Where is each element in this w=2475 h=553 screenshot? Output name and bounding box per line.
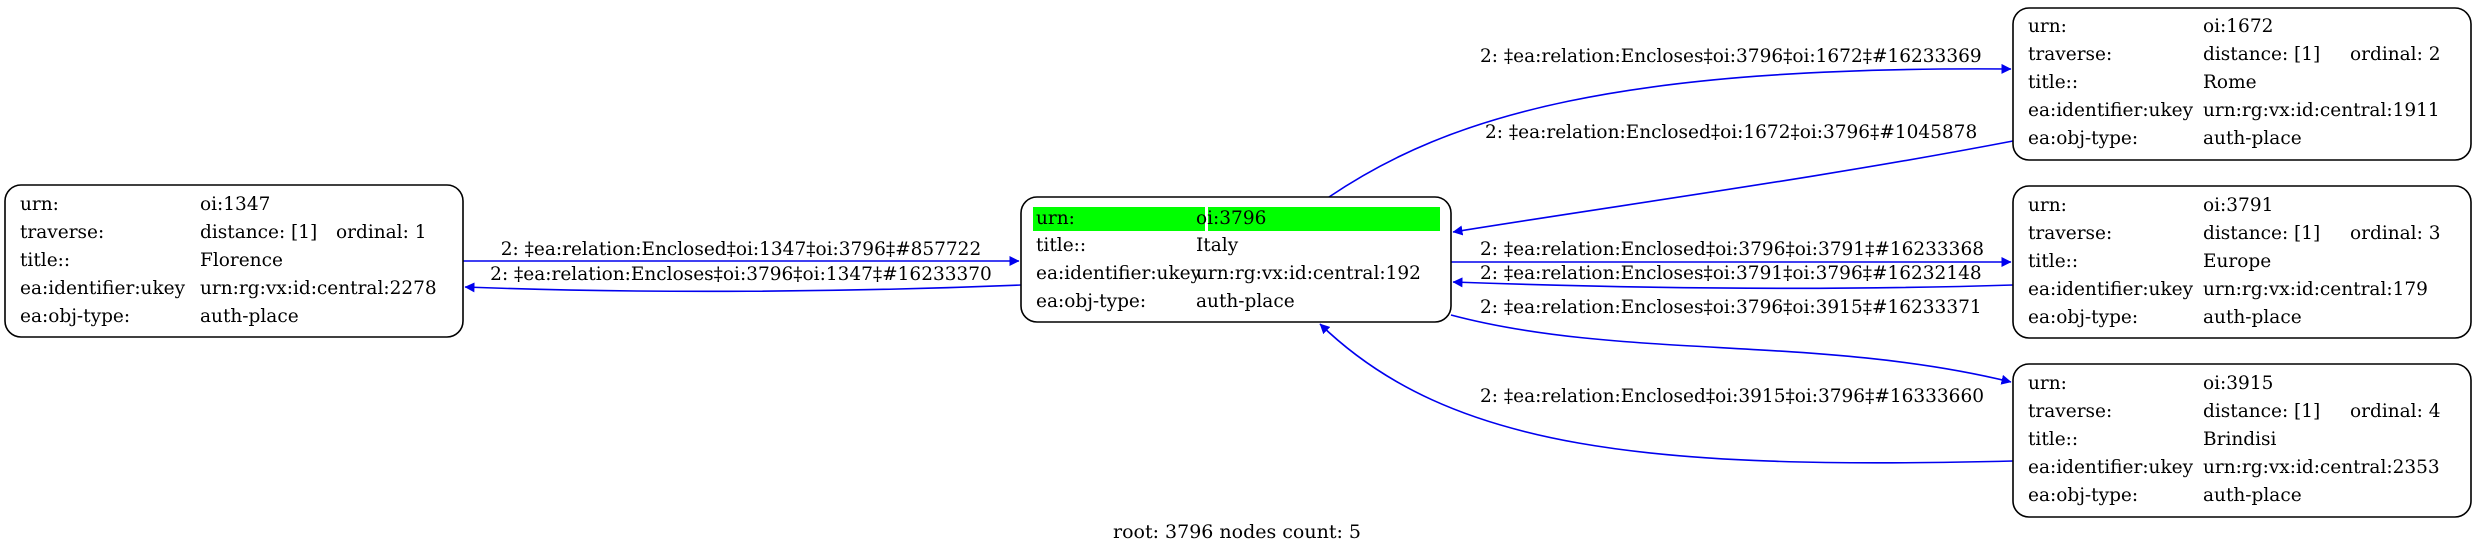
- edge-oi-1347-to-oi-3796: 2: ‡ea:relation:Enclosed‡oi:1347‡oi:3796…: [463, 239, 1020, 266]
- node-field-value: Brindisi: [2203, 429, 2277, 450]
- edge-line: [464, 282, 1022, 293]
- edge-oi-3915-to-oi-3796: 2: ‡ea:relation:Enclosed‡oi:3915‡oi:3796…: [1319, 323, 2014, 464]
- node-field-key: ea:identifier:ukey: [2028, 279, 2194, 300]
- edge-label: 2: ‡ea:relation:Encloses‡oi:3796‡oi:1347…: [490, 264, 992, 285]
- node-field-value: distance: [1]: [2203, 223, 2320, 244]
- node-field-value: oi:3915: [2203, 373, 2273, 394]
- node-field-key: title::: [1036, 235, 1086, 256]
- node-field-value: urn:rg:vx:id:central:2278: [200, 278, 437, 299]
- node-field-value: auth-place: [2203, 307, 2302, 328]
- node-oi-1347[interactable]: urn: oi:1347 traverse: distance: [1] ordinal…: [4, 184, 464, 338]
- node-field-extra: ordinal: 2: [2350, 44, 2441, 65]
- edge-line: [1328, 63, 2012, 198]
- node-field-key: ea:obj-type:: [2028, 128, 2138, 149]
- node-field-value: auth-place: [200, 306, 299, 327]
- edges-layer: 2: ‡ea:relation:Enclosed‡oi:1347‡oi:3796…: [463, 46, 2014, 464]
- node-field-key: ea:obj-type:: [20, 306, 130, 327]
- node-field-key: title::: [2028, 429, 2078, 450]
- edge-oi-3796-to-oi-3791: 2: ‡ea:relation:Enclosed‡oi:3796‡oi:3791…: [1451, 239, 2012, 267]
- node-field-extra: ordinal: 1: [336, 222, 427, 243]
- node-field-key: ea:identifier:ukey: [2028, 100, 2194, 121]
- edge-oi-1672-to-oi-3796: 2: ‡ea:relation:Enclosed‡oi:1672‡oi:3796…: [1452, 122, 2014, 236]
- node-field-key: ea:identifier:ukey: [20, 278, 186, 299]
- edge-label: 2: ‡ea:relation:Enclosed‡oi:3915‡oi:3796…: [1480, 386, 1984, 407]
- node-field-value: oi:3796: [1196, 208, 1266, 229]
- node-field-key: title::: [2028, 72, 2078, 93]
- node-field-key: traverse:: [2028, 44, 2112, 65]
- node-field-extra: ordinal: 4: [2350, 401, 2441, 422]
- edge-label: 2: ‡ea:relation:Encloses‡oi:3791‡oi:3796…: [1480, 263, 1982, 284]
- node-field-value: urn:rg:vx:id:central:1911: [2203, 100, 2440, 121]
- node-oi-1672[interactable]: urn: oi:1672 traverse: distance: [1] ordinal…: [2012, 7, 2472, 161]
- node-field-value: distance: [1]: [2203, 401, 2320, 422]
- node-field-key: urn:: [20, 194, 59, 215]
- edge-line: [1452, 277, 2014, 290]
- edge-label: 2: ‡ea:relation:Encloses‡oi:3796‡oi:3915…: [1480, 297, 1982, 318]
- node-box: [2012, 363, 2472, 518]
- node-field-key: ea:identifier:ukey: [2028, 457, 2194, 478]
- edge-oi-3796-to-oi-3915: 2: ‡ea:relation:Encloses‡oi:3796‡oi:3915…: [1450, 297, 2012, 385]
- nodes-layer: urn: oi:1347 traverse: distance: [1] ordinal…: [4, 7, 2472, 518]
- edge-label: 2: ‡ea:relation:Encloses‡oi:3796‡oi:1672…: [1480, 46, 1982, 67]
- edge-oi-3796-to-oi-1347: 2: ‡ea:relation:Encloses‡oi:3796‡oi:1347…: [464, 264, 1022, 293]
- node-field-extra: ordinal: 3: [2350, 223, 2441, 244]
- node-field-key: title::: [2028, 251, 2078, 272]
- node-field-key: urn:: [2028, 195, 2067, 216]
- node-field-value: oi:3791: [2203, 195, 2273, 216]
- node-box: [2012, 7, 2472, 161]
- node-field-value: auth-place: [2203, 485, 2302, 506]
- node-field-value: urn:rg:vx:id:central:179: [2203, 279, 2428, 300]
- edge-label: 2: ‡ea:relation:Enclosed‡oi:1672‡oi:3796…: [1485, 122, 1977, 143]
- graph-footer: root: 3796 nodes count: 5: [1113, 521, 1361, 543]
- edge-line: [1319, 323, 2014, 464]
- node-field-key: urn:: [1036, 208, 1075, 229]
- node-field-key: title::: [20, 250, 70, 271]
- node-field-key: traverse:: [2028, 401, 2112, 422]
- edge-line: [1452, 140, 2014, 236]
- node-field-value: distance: [1]: [200, 222, 317, 243]
- edge-oi-3791-to-oi-3796: 2: ‡ea:relation:Encloses‡oi:3791‡oi:3796…: [1452, 263, 2014, 290]
- node-field-key: urn:: [2028, 16, 2067, 37]
- node-oi-3791[interactable]: urn: oi:3791 traverse: distance: [1] ordinal…: [2012, 185, 2472, 339]
- node-field-value: auth-place: [2203, 128, 2302, 149]
- node-field-key: ea:obj-type:: [2028, 485, 2138, 506]
- node-field-key: ea:identifier:ukey: [1036, 263, 1202, 284]
- node-field-key: ea:obj-type:: [2028, 307, 2138, 328]
- node-field-value: oi:1347: [200, 194, 270, 215]
- node-field-key: traverse:: [20, 222, 104, 243]
- node-field-value: distance: [1]: [2203, 44, 2320, 65]
- edge-label: 2: ‡ea:relation:Enclosed‡oi:1347‡oi:3796…: [501, 239, 981, 260]
- node-field-key: ea:obj-type:: [1036, 291, 1146, 312]
- edge-label: 2: ‡ea:relation:Enclosed‡oi:3796‡oi:3791…: [1480, 239, 1984, 260]
- node-field-key: urn:: [2028, 373, 2067, 394]
- node-field-key: traverse:: [2028, 223, 2112, 244]
- node-box: [2012, 185, 2472, 339]
- node-field-value: Italy: [1196, 235, 1239, 256]
- node-field-value: Florence: [200, 250, 283, 271]
- edge-line: [1450, 314, 2012, 385]
- node-field-value: auth-place: [1196, 291, 1295, 312]
- node-field-value: Rome: [2203, 72, 2257, 93]
- node-box: [4, 184, 464, 338]
- node-field-value: Europe: [2203, 251, 2271, 272]
- edge-oi-3796-to-oi-1672: 2: ‡ea:relation:Encloses‡oi:3796‡oi:1672…: [1328, 46, 2012, 198]
- node-field-value: urn:rg:vx:id:central:2353: [2203, 457, 2440, 478]
- node-field-value: oi:1672: [2203, 16, 2273, 37]
- node-oi-3796[interactable]: urn: oi:3796title::Italyea:identifier:uke…: [1020, 196, 1452, 323]
- node-field-value: urn:rg:vx:id:central:192: [1196, 263, 1421, 284]
- highlight-value-cell: [1208, 207, 1440, 231]
- node-oi-3915[interactable]: urn: oi:3915 traverse: distance: [1] ordinal…: [2012, 363, 2472, 518]
- highlight-key-cell: [1033, 207, 1205, 231]
